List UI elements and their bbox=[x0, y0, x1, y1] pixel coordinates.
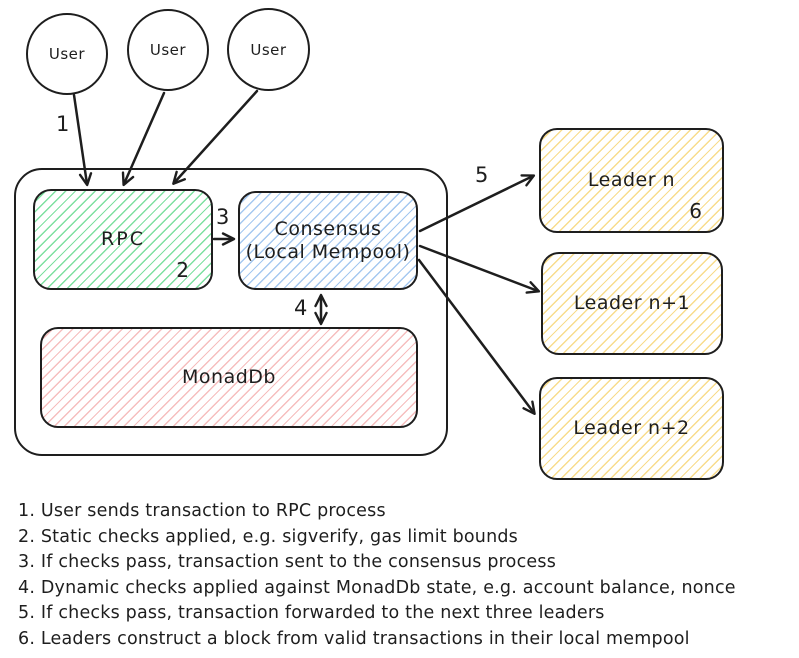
user-circle-2: User bbox=[127, 9, 209, 91]
rpc-box: RPC 2 bbox=[33, 189, 213, 290]
leader-n2-box: Leader n+2 bbox=[539, 377, 724, 480]
leader-n1-label: Leader n+1 bbox=[573, 292, 691, 314]
note-line-3: 3. If checks pass, transaction sent to t… bbox=[18, 552, 557, 572]
note-line-5: 5. If checks pass, transaction forwarded… bbox=[18, 603, 605, 623]
step-2-badge: 2 bbox=[176, 258, 189, 282]
note-line-6: 6. Leaders construct a block from valid … bbox=[18, 628, 690, 649]
note-line-1: 1. User sends transaction to RPC process bbox=[18, 501, 386, 521]
leader-n-box: Leader n 6 bbox=[539, 128, 724, 233]
monaddb-label: MonadDb bbox=[182, 366, 276, 388]
monaddb-box: MonadDb bbox=[40, 327, 418, 428]
user-label: User bbox=[149, 41, 187, 59]
step-5-label: 5 bbox=[475, 163, 489, 187]
leader-n1-box: Leader n+1 bbox=[541, 252, 723, 355]
step-6-badge: 6 bbox=[689, 199, 702, 223]
consensus-box: Consensus (Local Mempool) bbox=[238, 191, 418, 290]
note-line-4: 4. Dynamic checks applied against MonadD… bbox=[18, 577, 736, 598]
leader-n2-label: Leader n+2 bbox=[573, 417, 690, 439]
step-3-label: 3 bbox=[216, 205, 230, 229]
leader-n-label: Leader n bbox=[587, 169, 676, 191]
notes-list: 1. User sends transaction to RPC process… bbox=[18, 499, 736, 652]
rpc-label: RPC bbox=[101, 228, 145, 250]
user-circle-3: User bbox=[227, 8, 310, 91]
user-label: User bbox=[48, 45, 86, 63]
step-1-label: 1 bbox=[56, 112, 70, 136]
step-4-label: 4 bbox=[294, 296, 308, 320]
note-line-2: 2. Static checks applied, e.g. sigverify… bbox=[18, 526, 519, 547]
consensus-label-line1: Consensus bbox=[274, 217, 382, 240]
consensus-label-line2: (Local Mempool) bbox=[245, 240, 411, 263]
user-circle-1: User bbox=[26, 13, 108, 95]
user-label: User bbox=[250, 40, 287, 59]
